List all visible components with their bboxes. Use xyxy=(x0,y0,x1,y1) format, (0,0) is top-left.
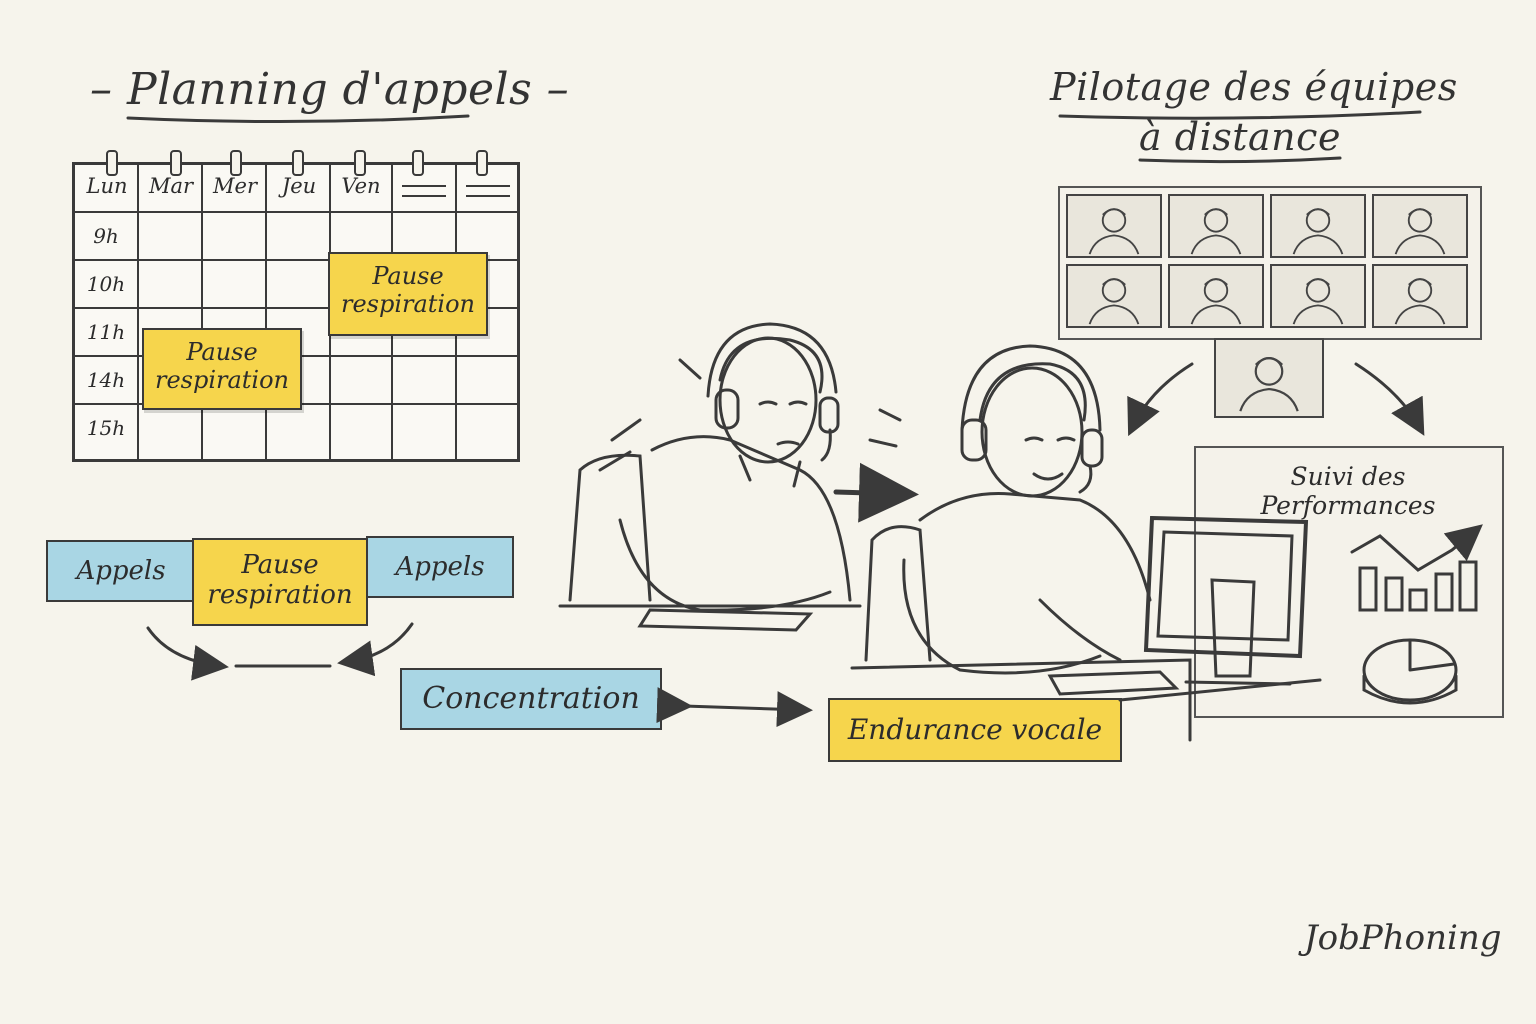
calendar-ring xyxy=(230,150,242,176)
video-participant-tile xyxy=(1066,194,1162,258)
planning-title: – Planning d'appels – xyxy=(90,64,570,115)
timeline-calls-left: Appels xyxy=(46,540,196,602)
calendar-hour: 10h xyxy=(86,272,126,296)
brand-logo: JobPhoning xyxy=(1304,918,1502,958)
pause-note: Pause respiration xyxy=(142,328,302,410)
calendar-day: Ven xyxy=(341,174,381,198)
video-participant-tile xyxy=(1270,264,1366,328)
video-participant-tile xyxy=(1168,264,1264,328)
calendar-day: Mer xyxy=(213,174,257,198)
pilotage-title: Pilotage des équipes à distance xyxy=(1050,65,1458,159)
person-avatar-icon xyxy=(1239,357,1299,412)
person-avatar-icon xyxy=(1394,278,1446,325)
person-avatar-icon xyxy=(1190,278,1242,325)
timeline-calls-right: Appels xyxy=(366,536,514,598)
calendar-ring xyxy=(106,150,118,176)
person-avatar-icon xyxy=(1292,208,1344,255)
calendar-ring xyxy=(354,150,366,176)
endurance-label: Endurance vocale xyxy=(828,698,1122,762)
calendar-ring xyxy=(412,150,424,176)
video-participant-tile xyxy=(1168,194,1264,258)
calendar-hour: 15h xyxy=(86,416,126,440)
video-participant-tile xyxy=(1372,194,1468,258)
person-avatar-icon xyxy=(1088,278,1140,325)
pause-note: Pause respiration xyxy=(328,252,488,336)
calendar-day: Lun xyxy=(86,174,128,198)
calendar-hour: 9h xyxy=(93,224,119,248)
call-planning-calendar: Lun Mar Mer Jeu Ven 9h 10h 11h 14h 15h P… xyxy=(72,150,522,462)
person-avatar-icon xyxy=(1292,278,1344,325)
calendar-day: Jeu xyxy=(281,174,317,198)
person-avatar-icon xyxy=(1088,208,1140,255)
person-avatar-icon xyxy=(1394,208,1446,255)
video-participant-tile xyxy=(1270,194,1366,258)
calendar-hour: 14h xyxy=(86,368,126,392)
calendar-ring xyxy=(292,150,304,176)
video-participant-tile xyxy=(1372,264,1468,328)
calendar-ring xyxy=(476,150,488,176)
person-avatar-icon xyxy=(1190,208,1242,255)
concentration-label: Concentration xyxy=(400,668,662,730)
calendar-ring xyxy=(170,150,182,176)
calendar-day: Mar xyxy=(148,174,194,198)
calendar-hour: 11h xyxy=(86,320,126,344)
dashboard-title: Suivi des Performances xyxy=(1260,462,1436,520)
video-participant-tile xyxy=(1066,264,1162,328)
timeline-pause: Pause respiration xyxy=(192,538,368,626)
video-participant-tile xyxy=(1214,338,1324,418)
